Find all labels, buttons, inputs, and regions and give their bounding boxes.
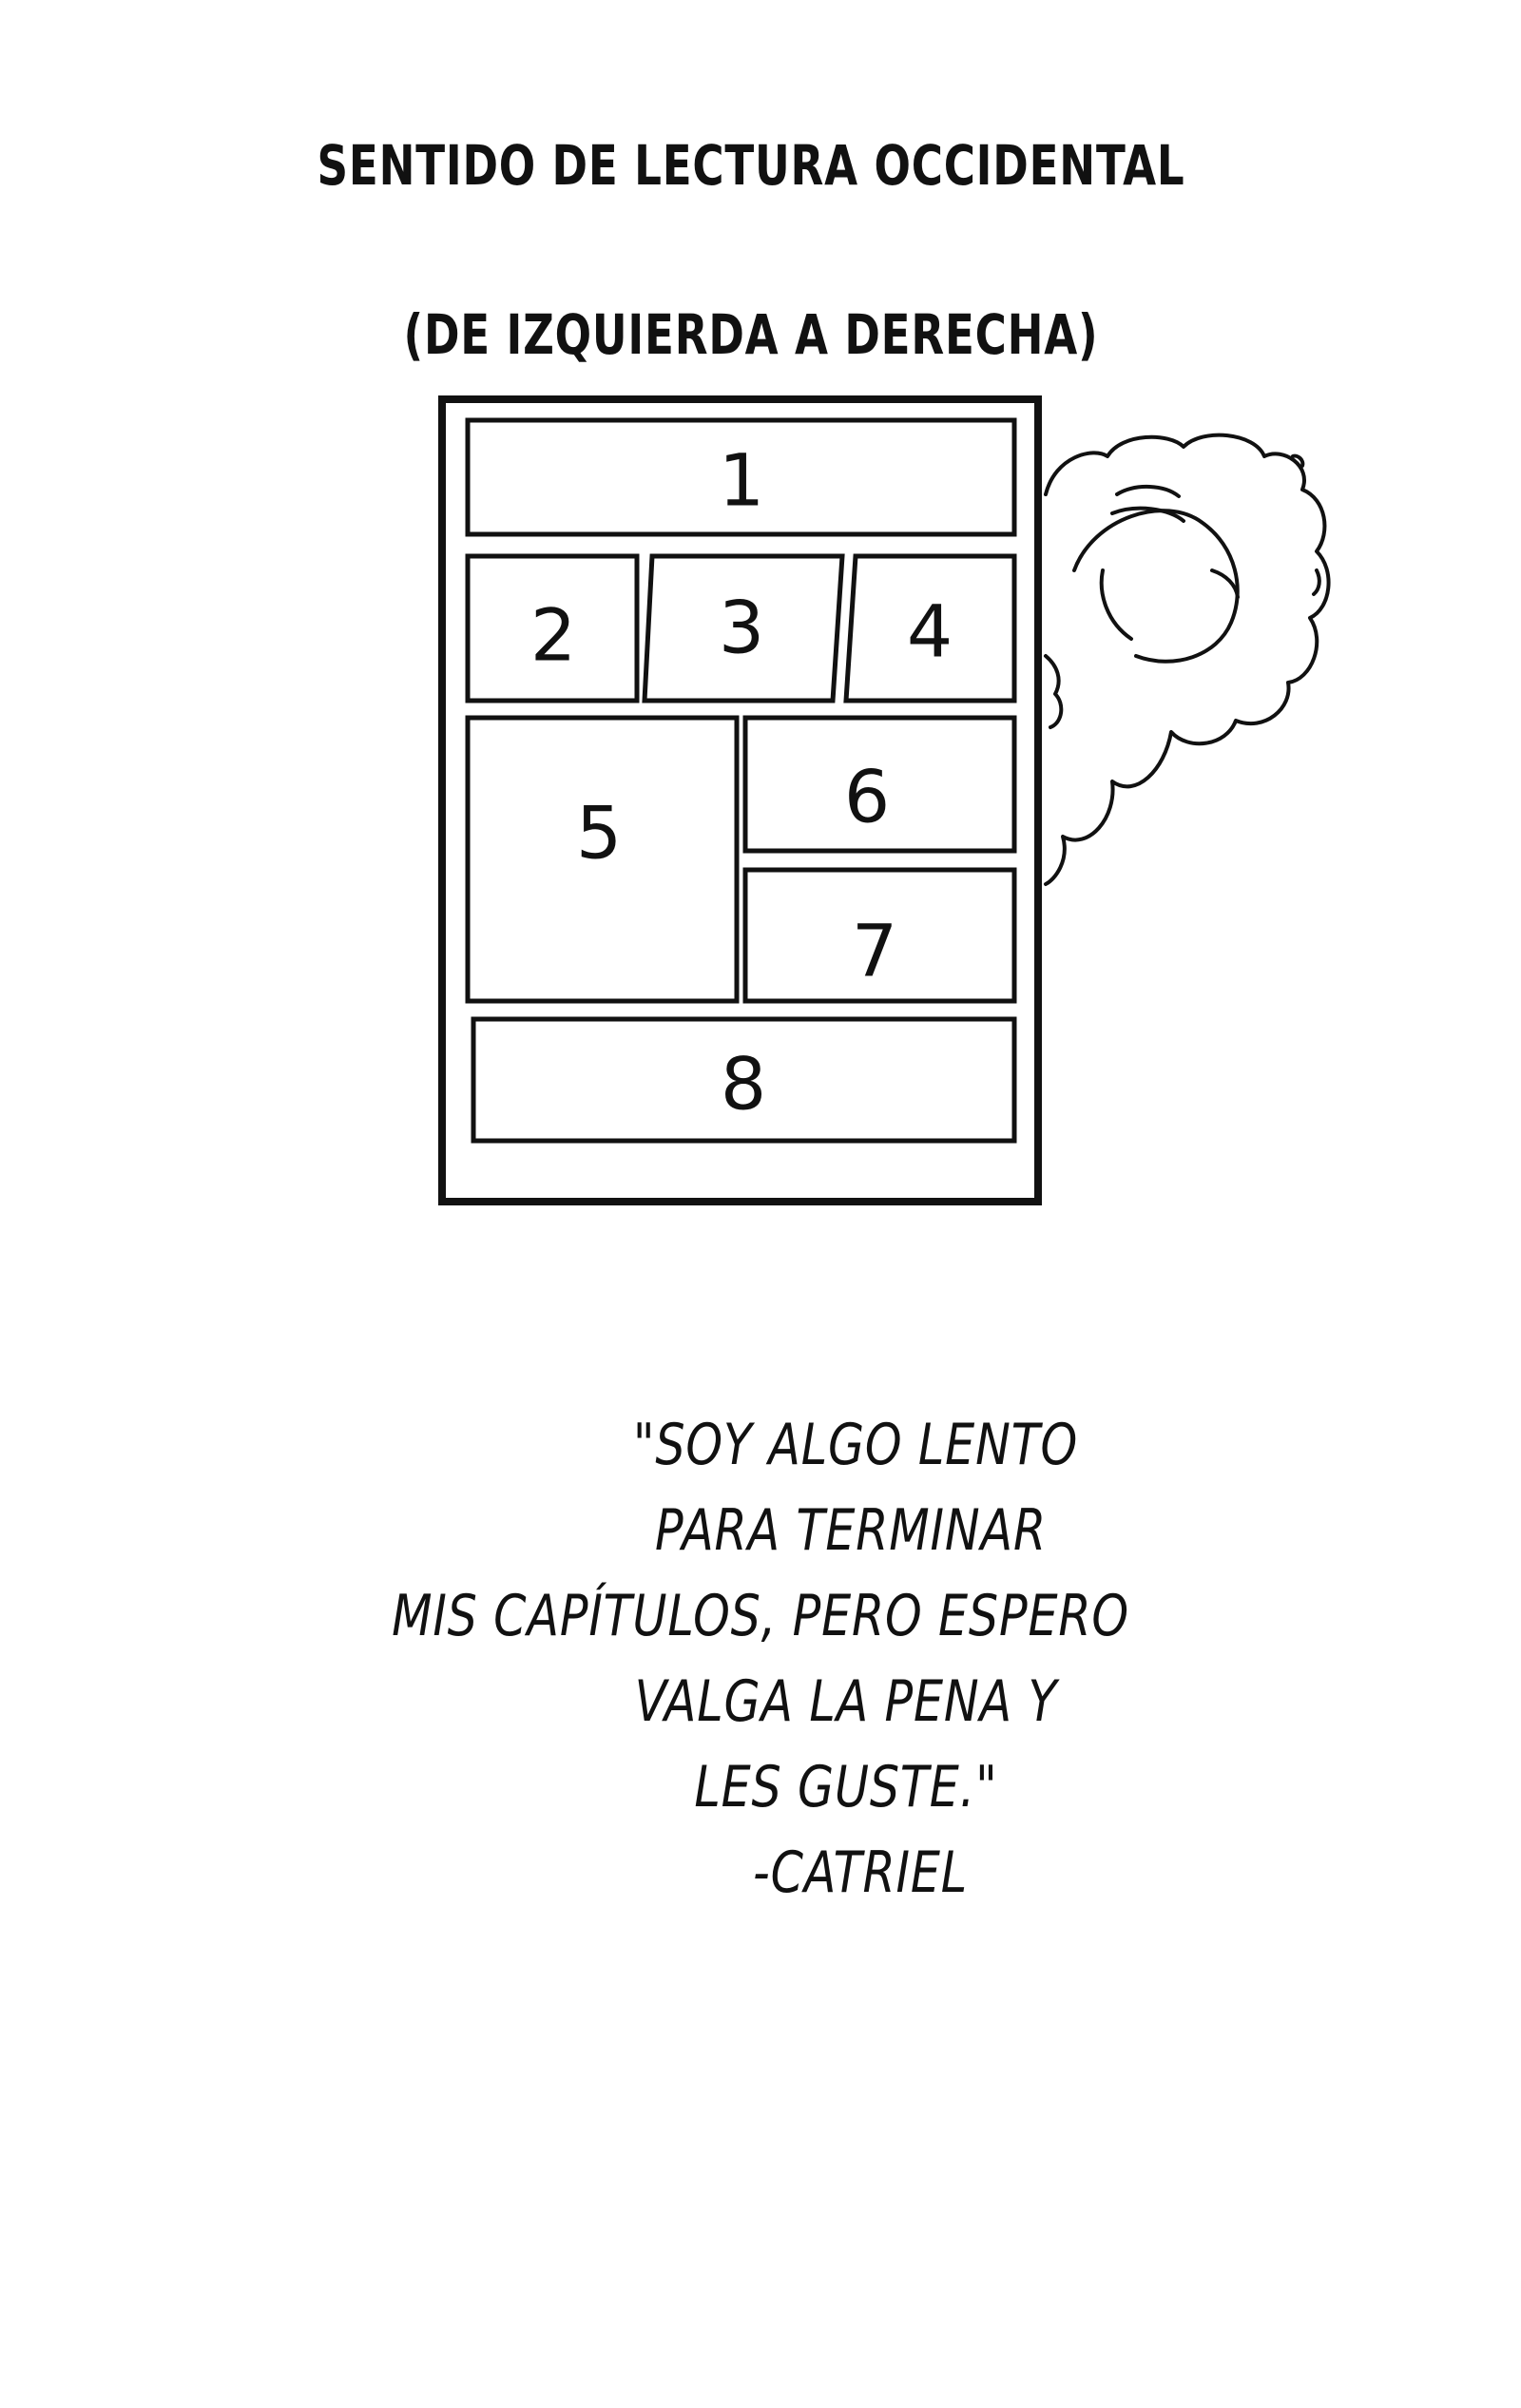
panel-5: 5 xyxy=(465,715,740,1004)
panel-number: 4 xyxy=(907,589,953,674)
panel-8: 8 xyxy=(471,1016,1017,1144)
panel-1: 1 xyxy=(465,417,1017,537)
quote-line: "SOY ALGO LENTO xyxy=(632,1412,1079,1478)
panel-2: 2 xyxy=(465,553,640,703)
panel-number: 6 xyxy=(844,755,890,839)
quote-signature: -CATRIEL xyxy=(752,1840,968,1906)
panel-number: 7 xyxy=(852,909,897,993)
peeking-character-illustration xyxy=(1044,433,1331,886)
panel-number: 2 xyxy=(530,593,576,678)
quote-line: LES GUSTE." xyxy=(694,1754,998,1820)
author-quote: "SOY ALGO LENTO PARA TERMINAR MIS CAPÍTU… xyxy=(0,1402,1521,1916)
panel-4: 4 xyxy=(843,553,1017,703)
quote-line: PARA TERMINAR xyxy=(655,1497,1047,1564)
page-subtitle: (DE IZQUIERDA A DERECHA) xyxy=(403,302,1099,367)
panel-number: 1 xyxy=(719,438,764,523)
panel-number: 3 xyxy=(719,586,764,670)
panel-7: 7 xyxy=(742,867,1017,1004)
panel-layout-diagram: 1 2 3 4 5 6 7 8 xyxy=(438,395,1331,1205)
quote-line: MIS CAPÍTULOS, PERO ESPERO xyxy=(392,1583,1129,1649)
panel-number: 5 xyxy=(576,791,622,876)
panel-6: 6 xyxy=(742,715,1017,854)
panel-number: 8 xyxy=(721,1042,766,1127)
page-title: SENTIDO DE LECTURA OCCIDENTAL xyxy=(317,133,1185,198)
quote-line: VALGA LA PENA Y xyxy=(634,1668,1058,1735)
panel-3: 3 xyxy=(642,553,845,703)
